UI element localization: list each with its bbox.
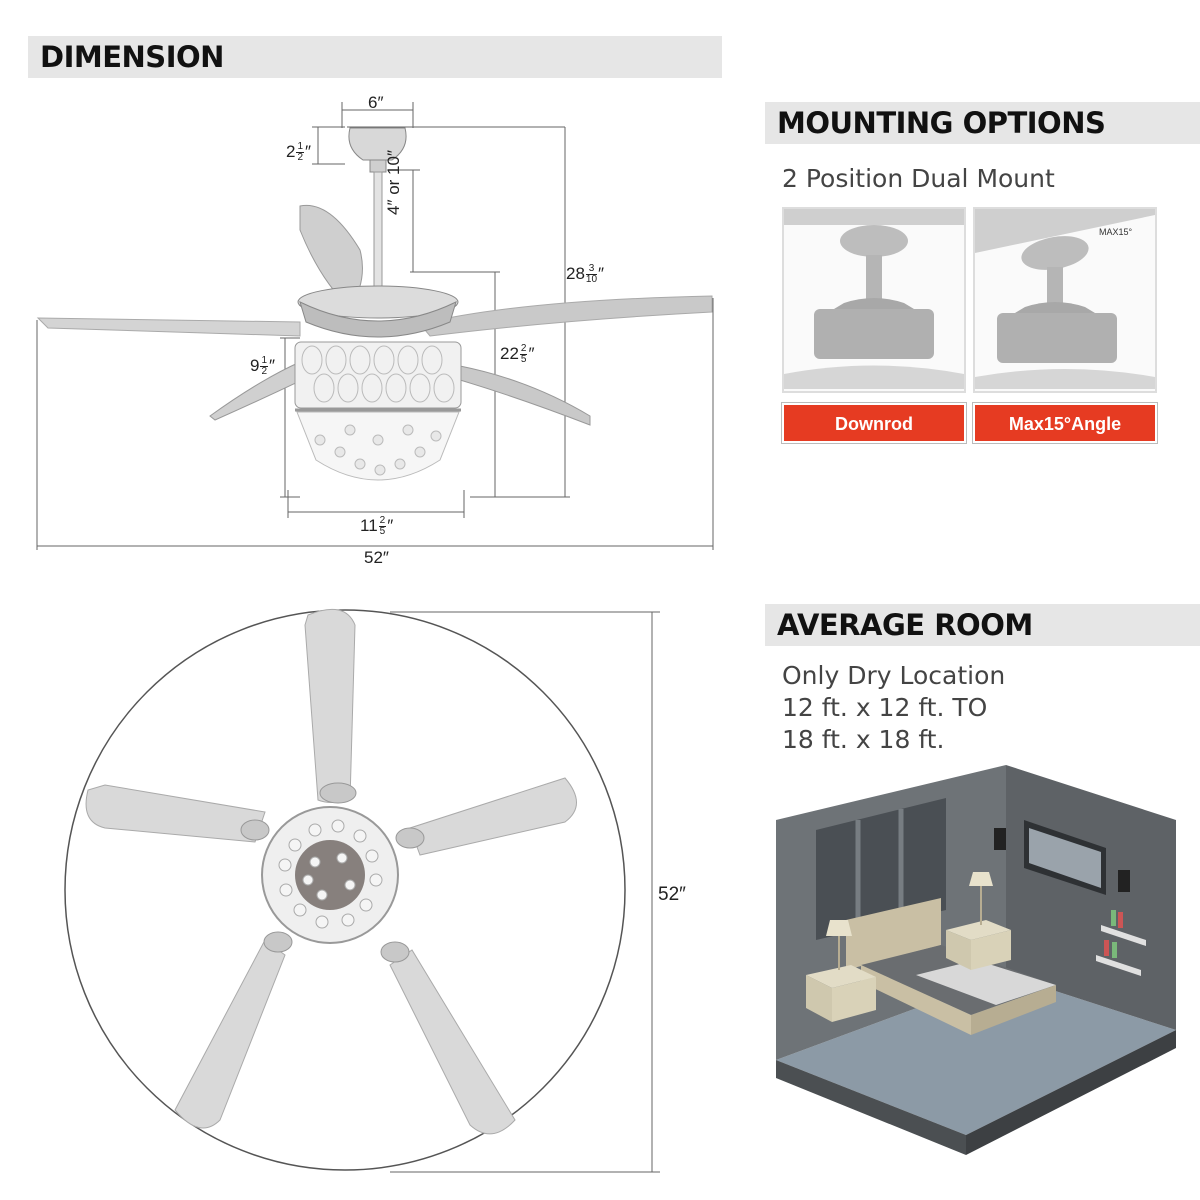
canopy-height-whole: 2 bbox=[286, 142, 296, 161]
fan-side-view-diagram bbox=[36, 102, 714, 550]
angle-note: MAX15° bbox=[1099, 227, 1133, 237]
mounting-options-header: MOUNTING OPTIONS bbox=[765, 102, 1200, 144]
light-height-whole: 9 bbox=[250, 356, 260, 375]
diameter-label: 52″ bbox=[658, 884, 686, 905]
average-room-header: AVERAGE ROOM bbox=[765, 604, 1200, 646]
top-width-label: 6″ bbox=[368, 93, 384, 112]
light-width-den: 5 bbox=[379, 526, 386, 538]
downrod-option-button[interactable]: Downrod bbox=[781, 402, 967, 444]
angle-mount-image: MAX15° bbox=[973, 207, 1157, 393]
body-height-whole: 22 bbox=[500, 344, 519, 363]
room-line-3: 18 ft. x 18 ft. bbox=[782, 725, 945, 754]
total-height-whole: 28 bbox=[566, 264, 585, 283]
light-height-num: 1 bbox=[260, 355, 269, 368]
total-height-den: 10 bbox=[585, 274, 598, 286]
span-width-label: 52″ bbox=[364, 548, 389, 567]
light-height-den: 2 bbox=[261, 366, 268, 378]
dimension-header: DIMENSION bbox=[28, 36, 722, 78]
inch-mark: ″ bbox=[387, 516, 394, 535]
room-line-1: Only Dry Location bbox=[782, 661, 1006, 690]
angle-option-button[interactable]: Max15°Angle bbox=[972, 402, 1158, 444]
downrod-mount-image bbox=[782, 207, 966, 393]
inch-mark: ″ bbox=[598, 264, 605, 283]
inch-mark: ″ bbox=[305, 142, 312, 161]
body-height-den: 5 bbox=[520, 354, 527, 366]
inch-mark: ″ bbox=[528, 344, 535, 363]
mounting-subtitle: 2 Position Dual Mount bbox=[782, 164, 1055, 193]
canopy-height-num: 1 bbox=[296, 141, 305, 154]
light-width-num: 2 bbox=[378, 515, 387, 528]
light-width-whole: 11 bbox=[360, 516, 378, 535]
downrod-label: 4″ or 10″ bbox=[384, 150, 403, 215]
room-line-2: 12 ft. x 12 ft. TO bbox=[782, 693, 988, 722]
inch-mark: ″ bbox=[269, 356, 276, 375]
canopy-height-den: 2 bbox=[297, 152, 304, 164]
bedroom-illustration bbox=[776, 765, 1176, 1155]
total-height-num: 3 bbox=[585, 264, 598, 276]
fan-top-view-diagram bbox=[64, 608, 660, 1173]
body-height-num: 2 bbox=[519, 343, 528, 356]
